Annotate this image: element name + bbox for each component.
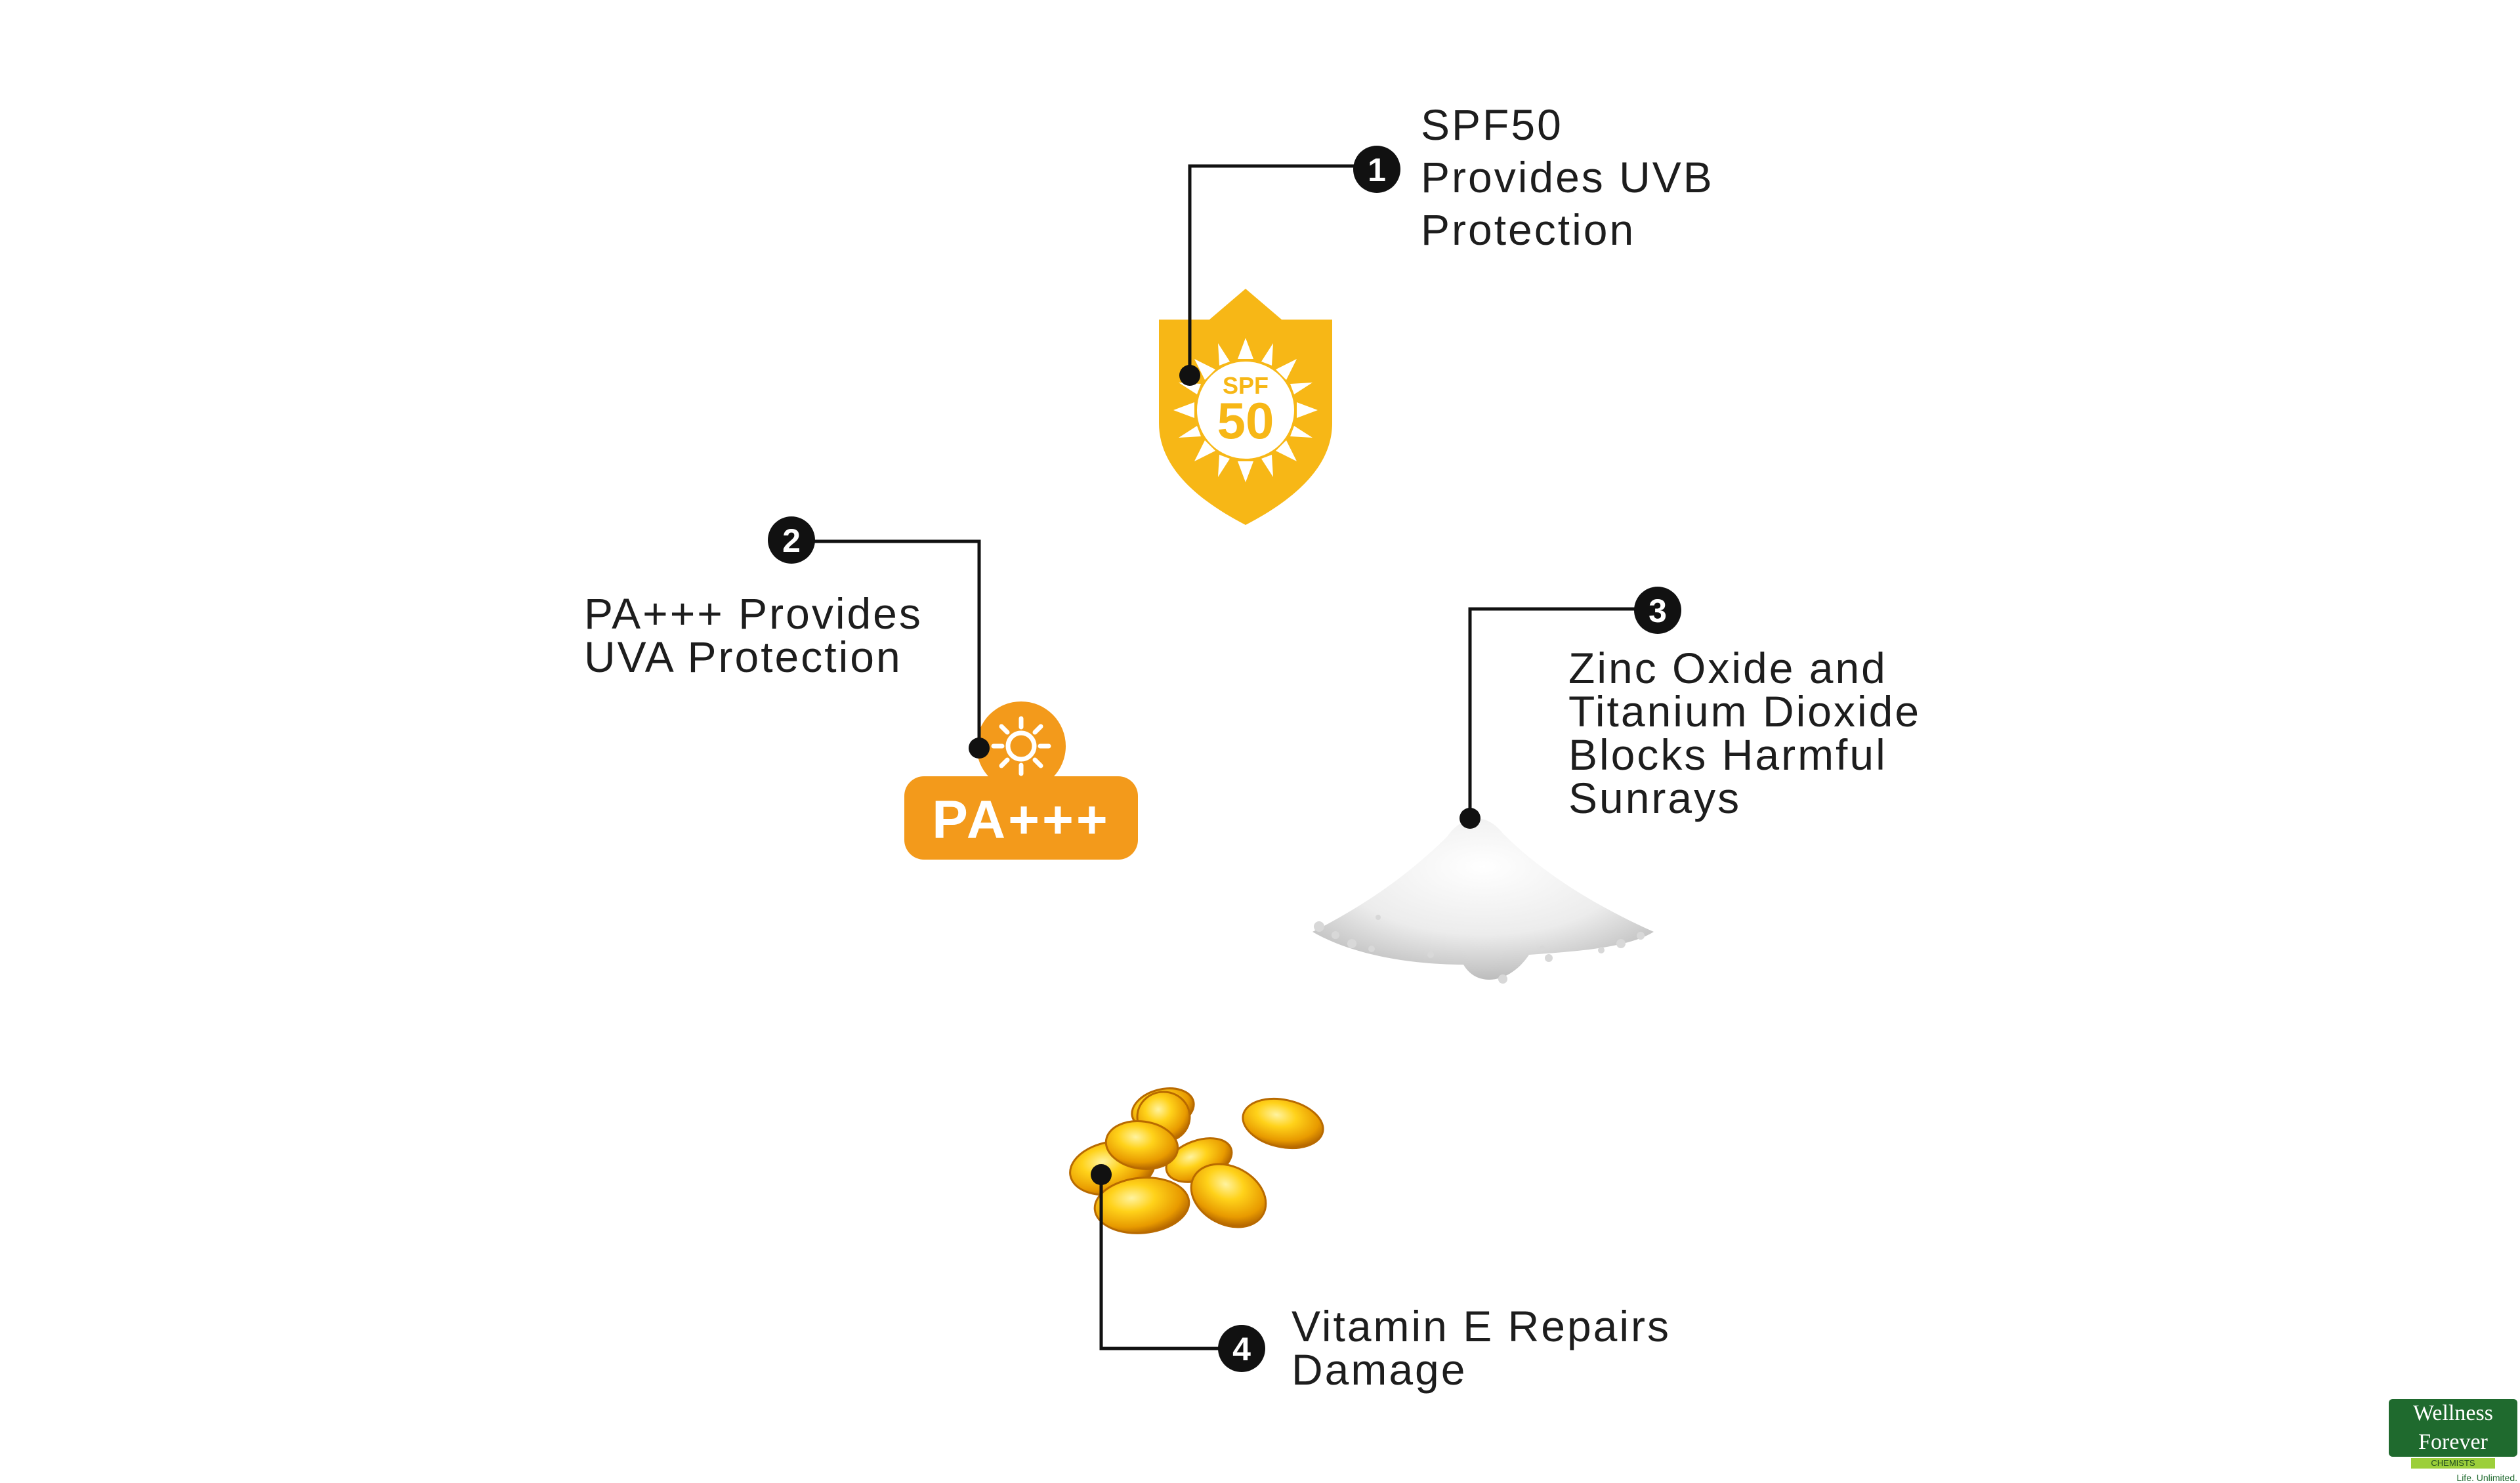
callout-label-spf50: SPF50 Provides UVB Protection <box>1421 98 1714 256</box>
pa-badge-icon: PA+++ <box>904 701 1138 860</box>
callout-3-line-3: Blocks Harmful <box>1568 730 1887 779</box>
callout-label-pa: PA+++ Provides UVA Protection <box>584 592 923 679</box>
spf50-shield-icon: SPF 50 <box>1159 289 1332 525</box>
pa-badge-text: PA+++ <box>932 790 1110 850</box>
callout-4-line-2: Damage <box>1292 1345 1467 1394</box>
svg-text:1: 1 <box>1368 152 1386 188</box>
callout-2-line-1: PA+++ Provides <box>584 589 923 638</box>
callout-marker-4: 4 <box>1218 1325 1265 1372</box>
callout-1-line-3: Protection <box>1421 205 1636 254</box>
callout-marker-1: 1 <box>1353 146 1400 193</box>
callout-1-line-2: Provides UVB <box>1421 153 1714 201</box>
spf-badge-value: 50 <box>1217 392 1274 449</box>
callout-marker-2: 2 <box>768 516 815 564</box>
leader-dots <box>969 365 1480 1185</box>
svg-text:3: 3 <box>1648 593 1667 629</box>
callout-1-line-1: SPF50 <box>1421 100 1563 149</box>
brand-sub: CHEMISTS <box>2411 1458 2495 1469</box>
sun-icon <box>991 716 1051 776</box>
brand-name: Wellness Forever <box>2389 1399 2517 1457</box>
callout-label-zinc-oxide: Zinc Oxide and Titanium Dioxide Blocks H… <box>1568 646 1921 820</box>
brand-tagline: Life. Unlimited. <box>2456 1473 2517 1483</box>
svg-text:4: 4 <box>1232 1331 1251 1368</box>
callout-2-line-2: UVA Protection <box>584 633 902 681</box>
callout-marker-3: 3 <box>1634 587 1681 634</box>
callout-3-line-4: Sunrays <box>1568 774 1742 822</box>
powder-pile <box>1312 818 1654 984</box>
brand-logo: Wellness Forever CHEMISTS Life. Unlimite… <box>2389 1399 2517 1483</box>
spf-badge-top: SPF <box>1223 372 1269 399</box>
callout-4-line-1: Vitamin E Repairs <box>1292 1302 1671 1350</box>
vitamin-e-capsules <box>1069 1087 1324 1234</box>
callout-label-vitamin-e: Vitamin E Repairs Damage <box>1292 1305 1671 1391</box>
svg-text:2: 2 <box>782 522 801 559</box>
leader-lines <box>793 164 1656 1350</box>
callout-3-line-2: Titanium Dioxide <box>1568 687 1922 736</box>
callout-3-line-1: Zinc Oxide and <box>1568 644 1887 692</box>
